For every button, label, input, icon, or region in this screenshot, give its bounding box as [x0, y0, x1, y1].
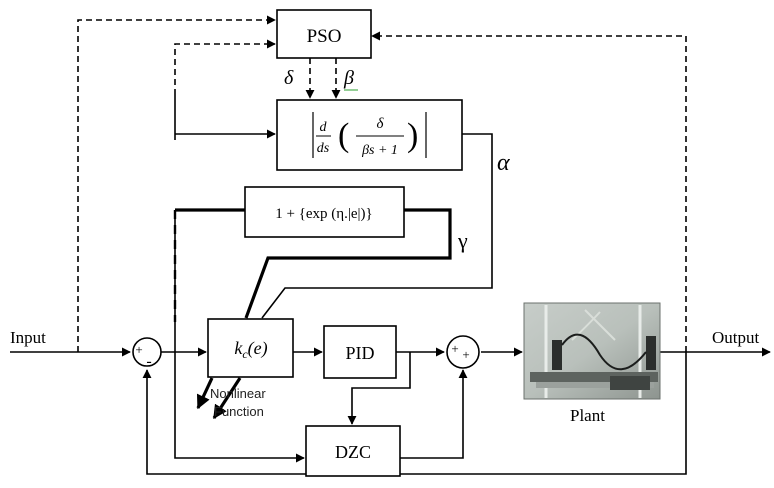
- alpha-right-paren: ): [407, 117, 418, 154]
- gamma-expression-label: 1 + {exp (η.|e|)}: [275, 206, 373, 222]
- gamma-signal-line: [244, 208, 452, 319]
- summing-junction-right: + +: [446, 335, 480, 369]
- error-to-dzc-line: [174, 352, 305, 463]
- sum-right-plus-1: +: [451, 341, 458, 356]
- sum-left-plus: +: [135, 342, 142, 357]
- dzc-label: DZC: [335, 442, 371, 462]
- alpha-signal-line: [261, 133, 493, 319]
- plant-photo: [523, 302, 661, 400]
- alpha-block: d ds ( δ βs + 1 ): [276, 99, 463, 171]
- pid-block: PID: [323, 325, 397, 379]
- nonlinear-label-line2: Function: [214, 404, 264, 419]
- delta-symbol: δ: [284, 67, 294, 89]
- output-to-pso-line: [371, 31, 687, 352]
- nonlinear-arrow-1: [196, 377, 214, 410]
- pid-label: PID: [345, 343, 374, 363]
- plant-label: Plant: [570, 406, 605, 425]
- signal-wires: [10, 95, 771, 475]
- beta-symbol: β: [343, 67, 354, 89]
- pso-block: PSO: [276, 9, 372, 59]
- alpha-symbol: α: [497, 150, 510, 176]
- pid-to-dzc-line: [347, 352, 411, 425]
- gain-block: kc(e): [207, 318, 294, 378]
- alpha-beta-s-label: βs + 1: [361, 143, 398, 158]
- alpha-ds-label: ds: [317, 141, 330, 156]
- alpha-left-paren: (: [338, 117, 349, 154]
- nonlinear-arrow-2: [212, 377, 242, 420]
- output-label: Output: [712, 328, 760, 347]
- alpha-d-label: d: [320, 120, 328, 135]
- alpha-delta-label: δ: [377, 116, 385, 132]
- pso-label: PSO: [307, 26, 342, 47]
- feedback-line: [142, 352, 687, 475]
- dzc-block: DZC: [305, 425, 401, 477]
- summing-junction-left: + -: [132, 337, 162, 370]
- pso-dashed-connections: [77, 15, 687, 352]
- input-to-pso-line: [77, 15, 276, 352]
- sum-right-plus-2: +: [462, 347, 469, 362]
- input-label: Input: [10, 328, 46, 347]
- sum-left-minus: -: [146, 353, 151, 370]
- error-to-pso-line: [174, 39, 276, 95]
- nonlinear-label-line1: Nonlinear: [210, 386, 266, 401]
- gamma-signal-path: [175, 208, 452, 420]
- gain-label: kc(e): [234, 338, 267, 361]
- gamma-block: 1 + {exp (η.|e|)}: [244, 186, 405, 238]
- gamma-symbol: γ: [457, 228, 468, 253]
- dzc-to-sum-line: [400, 369, 468, 459]
